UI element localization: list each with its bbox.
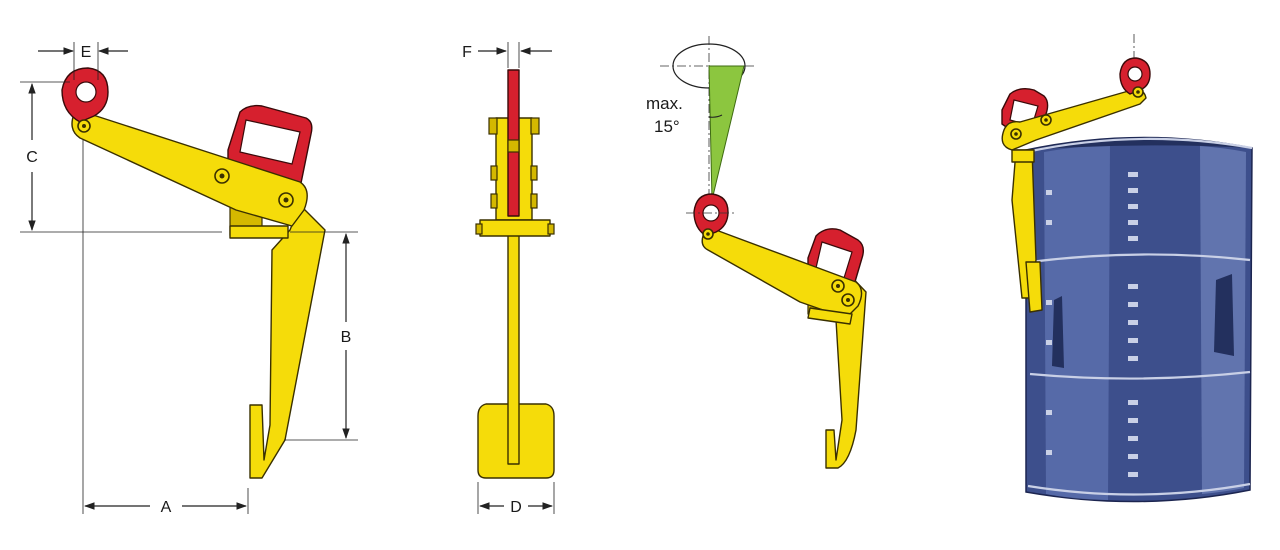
tilt-view: max. 15°: [646, 36, 867, 469]
tilt-zone: [708, 65, 745, 201]
tilt-max-label: max.: [646, 94, 683, 113]
tilt-angle-label: 15°: [654, 117, 680, 136]
dimension-label-a: A: [161, 499, 172, 516]
dimension-label-f: F: [462, 44, 472, 61]
dimension-label-e: E: [81, 44, 92, 61]
dimension-label-d: D: [510, 499, 522, 516]
drum-view: [1001, 34, 1253, 503]
front-view: F D: [462, 42, 555, 516]
side-view: E C B A: [20, 42, 358, 516]
dimension-label-c: C: [26, 149, 38, 166]
dimension-label-b: B: [341, 329, 352, 346]
